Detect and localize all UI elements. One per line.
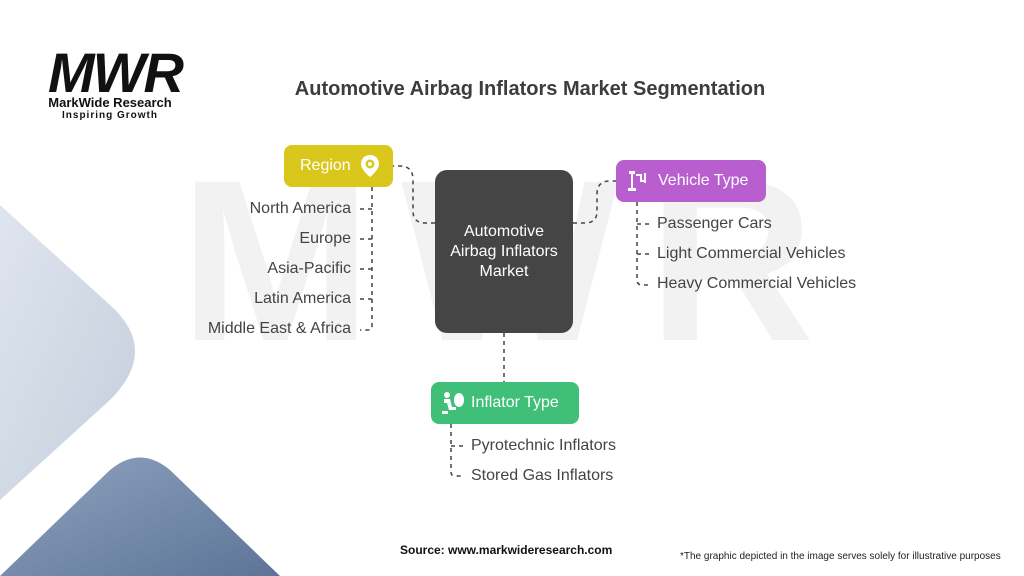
decor-shape-light	[0, 205, 135, 500]
segment-inflator-type-label: Inflator Type	[471, 394, 559, 411]
airbag-seat-icon	[442, 392, 464, 414]
center-label: Automotive Airbag Inflators Market	[450, 222, 558, 280]
logo-mark: MWR	[48, 41, 185, 104]
vehicle-item-light-commercial: Light Commercial Vehicles	[657, 245, 846, 262]
disclaimer-note: *The graphic depicted in the image serve…	[680, 551, 1001, 562]
segment-vehicle-type-label: Vehicle Type	[658, 172, 749, 189]
connector-center-region	[393, 165, 435, 224]
vehicle-item-heavy-commercial: Heavy Commercial Vehicles	[657, 275, 857, 292]
region-item-europe: Europe	[299, 230, 351, 247]
region-item-north-america: North America	[249, 200, 351, 217]
segment-region-label: Region	[300, 157, 351, 174]
logo-name: MarkWide Research	[48, 95, 172, 110]
page-title: Automotive Airbag Inflators Market Segme…	[294, 78, 766, 100]
connector-center-vehicle	[573, 180, 616, 224]
markwide-logo: MWR	[48, 41, 187, 104]
source-text: Source: www.markwideresearch.com	[400, 543, 613, 557]
inflator-item-stored-gas: Stored Gas Inflators	[471, 467, 614, 484]
decor-shape-dark	[0, 457, 280, 576]
logo-tagline: Inspiring Growth	[62, 110, 158, 121]
region-item-latin-america: Latin America	[254, 290, 351, 307]
gear-location-pin-icon	[361, 155, 379, 177]
center-node: Automotive Airbag Inflators Market	[435, 170, 573, 333]
vehicle-item-passenger-cars: Passenger Cars	[657, 215, 772, 232]
pump-icon	[628, 171, 646, 191]
connector-region-list	[360, 187, 373, 331]
region-item-asia-pacific: Asia-Pacific	[267, 260, 351, 277]
inflator-item-pyrotechnic: Pyrotechnic Inflators	[471, 437, 616, 454]
connector-vehicle-list	[636, 202, 650, 286]
region-item-middle-east-africa: Middle East & Africa	[207, 320, 351, 337]
connector-inflator-list	[450, 424, 464, 477]
